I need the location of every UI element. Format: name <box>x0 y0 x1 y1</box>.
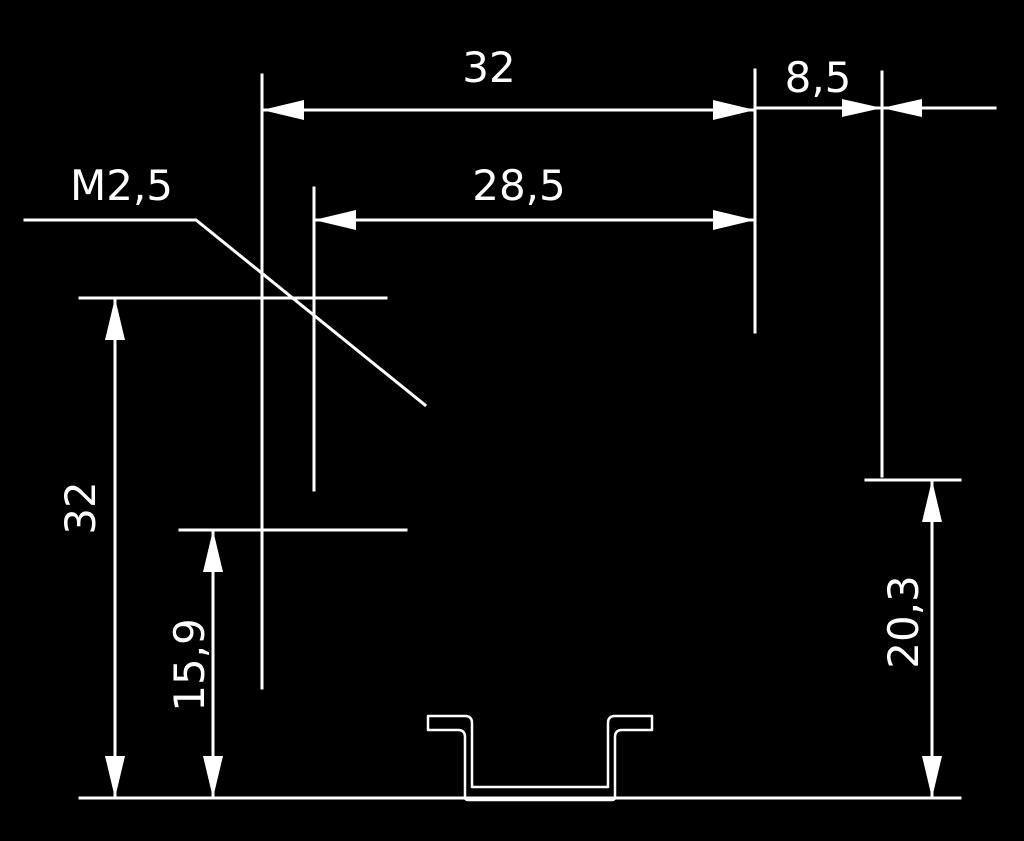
dim-label-rail-height: 20,3 <box>879 575 928 669</box>
dim-label-thread: M2,5 <box>70 161 173 210</box>
arrow-down-icon <box>105 756 125 798</box>
dim-label-left-height: 32 <box>56 481 105 534</box>
arrow-up-icon <box>105 298 125 340</box>
arrow-left-icon <box>262 100 304 120</box>
arrow-left-icon <box>314 210 356 230</box>
arrow-up-icon <box>922 480 942 522</box>
arrow-down-icon <box>203 756 223 798</box>
dim-label-hole-spacing: 28,5 <box>472 161 566 210</box>
dim-label-top-width: 32 <box>462 43 515 92</box>
dim-label-top-offset: 8,5 <box>785 53 852 102</box>
arrow-right-icon <box>713 210 755 230</box>
arrow-right-icon <box>842 99 882 117</box>
arrow-down-icon <box>922 756 942 798</box>
arrow-up-icon <box>203 530 223 572</box>
thread-leader <box>23 218 428 408</box>
arrow-left-icon <box>882 99 922 117</box>
dim-label-hole-height: 15,9 <box>165 618 214 712</box>
arrow-right-icon <box>713 100 755 120</box>
din-rail-profile <box>426 714 654 802</box>
